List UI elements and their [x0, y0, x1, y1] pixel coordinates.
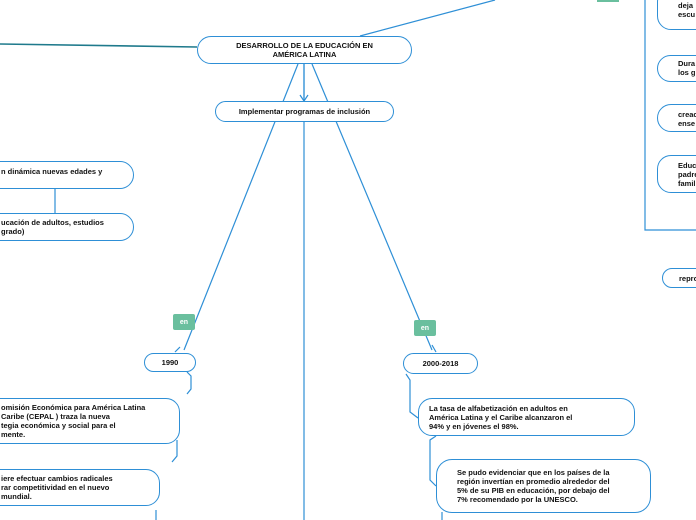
left-adults-line2: grado) [1, 227, 25, 236]
year-1990-label: 1990 [161, 358, 179, 367]
right-educ-line3: famil [678, 179, 696, 188]
connector-badge-left-label: en [179, 318, 189, 326]
right-crea-line1: creac [678, 110, 696, 119]
cepal-line2: Caribe (CEPAL ) traza la nueva [1, 412, 110, 421]
cepal-node[interactable]: omisión Económica para América Latina Ca… [0, 398, 180, 444]
education-investment-node[interactable]: Se pudo evidenciar que en los países de … [436, 459, 651, 513]
literacy-line1: La tasa de alfabetización en adultos en [429, 403, 568, 413]
left-dynamic-label: n dinámica nuevas edades y [1, 166, 103, 176]
cepal-line4: mente. [1, 430, 26, 439]
connector-badge-right-label: en [420, 324, 430, 332]
main-topic-line2: AMÉRICA LATINA [272, 50, 337, 59]
cepal-line1: omisión Económica para América Latina [1, 403, 146, 412]
right-top-line2: deja [678, 1, 694, 10]
right-node-top[interactable]: tan deja escu [657, 0, 696, 30]
radical-changes-node[interactable]: iere efectuar cambios radicales rar comp… [0, 469, 160, 506]
year-2000-2018-node[interactable]: 2000-2018 [403, 353, 478, 374]
left-dynamic-node[interactable]: n dinámica nuevas edades y [0, 161, 134, 189]
radical-changes-line1: iere efectuar cambios radicales [1, 474, 113, 483]
investment-line3: 5% de su PIB en educación, por debajo de… [457, 486, 610, 495]
right-node-educ[interactable]: Educ padre famil [657, 155, 696, 193]
year-1990-node[interactable]: 1990 [144, 353, 196, 372]
right-crea-line2: ense [678, 119, 696, 128]
inclusion-programs-node[interactable]: Implementar programas de inclusión [215, 101, 394, 122]
investment-line4: 7% recomendado por la UNESCO. [457, 495, 578, 504]
right-top-line3: escu [678, 10, 696, 19]
radical-changes-line3: mundial. [1, 492, 32, 501]
radical-changes-line2: rar competitividad en el nuevo [1, 483, 110, 492]
right-node-crea[interactable]: creac ense [657, 104, 696, 132]
investment-line1: Se pudo evidenciar que en los países de … [457, 468, 610, 477]
right-dura-line2: los g [678, 68, 696, 77]
right-educ-line2: padre [678, 170, 696, 179]
main-topic-line1: DESARROLLO DE LA EDUCACIÓN EN [236, 41, 373, 50]
connector-badge-left: en [173, 314, 195, 330]
right-node-dura[interactable]: Dura los g [657, 55, 696, 82]
connector-badge-right: en [414, 320, 436, 336]
right-top-line1: tan [678, 0, 696, 1]
cepal-line3: tegia económica y social para el [1, 421, 116, 430]
literacy-line3: 94% y en jóvenes el 98%. [429, 421, 519, 431]
right-node-repro[interactable]: repro [662, 268, 696, 288]
right-dura-line1: Dura [678, 59, 696, 68]
left-adults-node[interactable]: ucación de adultos, estudios grado) [0, 213, 134, 241]
investment-line2: región invertían en promedio alrededor d… [457, 477, 610, 486]
left-adults-line1: ucación de adultos, estudios [1, 218, 104, 227]
main-topic-node[interactable]: DESARROLLO DE LA EDUCACIÓN EN AMÉRICA LA… [197, 36, 412, 64]
right-repro-label: repro [679, 274, 696, 283]
year-2000-2018-label: 2000-2018 [422, 359, 459, 368]
literacy-line2: América Latina y el Caribe alcanzaron el [429, 412, 573, 422]
right-educ-line1: Educ [678, 161, 696, 170]
inclusion-programs-label: Implementar programas de inclusión [238, 107, 371, 116]
literacy-rate-node[interactable]: La tasa de alfabetización en adultos en … [418, 398, 635, 436]
